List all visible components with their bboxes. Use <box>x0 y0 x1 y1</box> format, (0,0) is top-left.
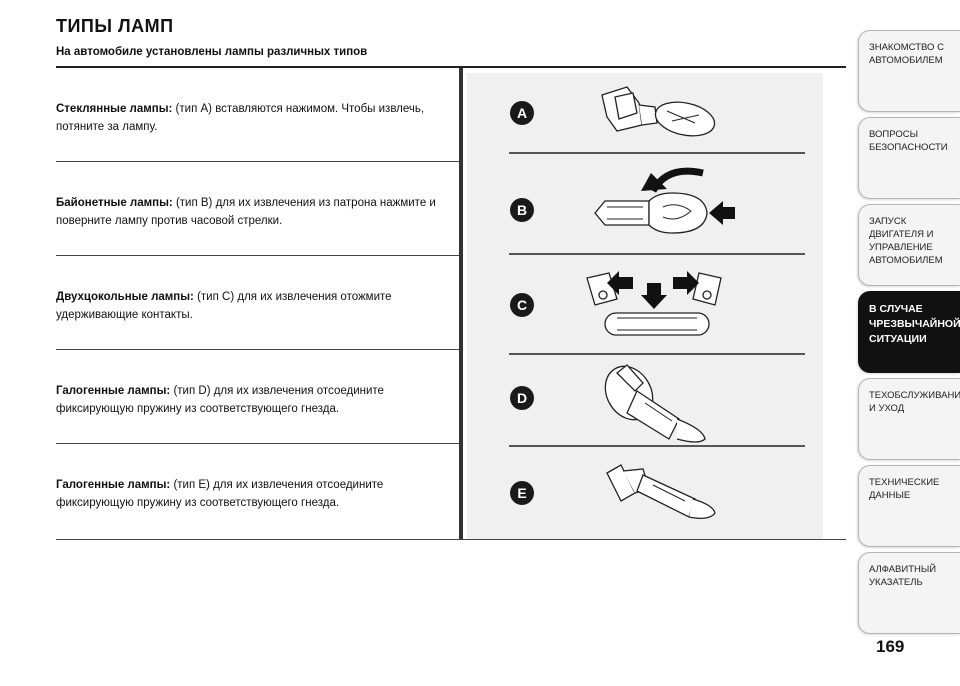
lamp-illustration: A B C D E <box>509 86 805 519</box>
push-arrow-icon <box>709 201 735 225</box>
row-description: (тип B) для их извлечения из патрона наж… <box>56 197 436 227</box>
sidebar-tab-driving[interactable]: ЗАПУСК ДВИГАТЕЛЯ И УПРАВЛЕНИЕ АВТОМОБИЛЕ… <box>858 204 960 286</box>
label-e-badge: E <box>510 481 534 505</box>
pull-arrow-down-icon <box>641 283 667 309</box>
row-label: Байонетные лампы: <box>56 197 173 209</box>
page-number: 169 <box>876 637 905 656</box>
sidebar-tab-maintenance[interactable]: ТЕХОБСЛУЖИВАНИЕ И УХОД <box>858 378 960 460</box>
glass-wedge-lamp-icon <box>601 86 716 137</box>
column-divider <box>459 68 463 540</box>
sidebar-tab-tech-data[interactable]: ТЕХНИЧЕСКИЕ ДАННЫЕ <box>858 465 960 547</box>
table-row: Двухцокольные лампы: (тип C) для их извл… <box>56 256 459 350</box>
row-text: Двухцокольные лампы: (тип C) для их извл… <box>56 288 452 324</box>
row-label: Галогенные лампы: <box>56 479 171 491</box>
header-rule <box>56 66 846 68</box>
page-title: ТИПЫ ЛАМП <box>56 16 174 36</box>
label-d: D <box>517 390 527 406</box>
sidebar-tab-index[interactable]: АЛФАВИТНЫЙ УКАЗАТЕЛЬ <box>858 552 960 634</box>
halogen-h7-lamp-icon <box>604 364 706 443</box>
row-description: (тип D) для их извлечения отсоедините фи… <box>56 385 384 415</box>
sidebar-tab-intro[interactable]: ЗНАКОМСТВО С АВТОМОБИЛЕМ <box>858 30 960 112</box>
label-c: C <box>517 297 527 313</box>
row-text: Стеклянные лампы: (тип A) вставляются на… <box>56 100 452 136</box>
row-text: Байонетные лампы: (тип B) для их извлече… <box>56 194 452 230</box>
sidebar-tab-safety[interactable]: ВОПРОСЫ БЕЗОПАСНОСТИ <box>858 117 960 199</box>
release-arrow-right-icon <box>673 271 699 295</box>
label-a: A <box>517 105 527 121</box>
bayonet-lamp-icon <box>594 192 708 234</box>
table-row: Галогенные лампы: (тип E) для их извлече… <box>56 444 459 538</box>
table-row: Байонетные лампы: (тип B) для их извлече… <box>56 162 459 256</box>
row-description: (тип A) вставляются нажимом. Чтобы извле… <box>56 103 425 133</box>
label-d-badge: D <box>510 386 534 410</box>
label-e: E <box>517 485 526 501</box>
rotate-arrow-head-icon <box>641 173 667 191</box>
row-label: Двухцокольные лампы: <box>56 291 194 303</box>
label-b: B <box>517 202 527 218</box>
label-b-badge: B <box>510 198 534 222</box>
table-row: Галогенные лампы: (тип D) для их извлече… <box>56 350 459 444</box>
release-arrow-left-icon <box>607 271 633 295</box>
row-text: Галогенные лампы: (тип D) для их извлече… <box>56 382 452 418</box>
bottom-rule <box>56 539 846 540</box>
label-c-badge: C <box>510 293 534 317</box>
table-row: Стеклянные лампы: (тип A) вставляются на… <box>56 68 459 162</box>
label-a-badge: A <box>510 101 534 125</box>
row-text: Галогенные лампы: (тип E) для их извлече… <box>56 476 452 512</box>
sidebar-tab-emergency[interactable]: В СЛУЧАЕ ЧРЕЗВЫЧАЙНОЙ СИТУАЦИИ <box>858 291 960 373</box>
row-description: (тип E) для их извлечения отсоедините фи… <box>56 479 384 509</box>
lamp-figure: A B C D E <box>467 73 823 539</box>
page-subtitle: На автомобиле установлены лампы различны… <box>56 46 368 58</box>
row-label: Стеклянные лампы: <box>56 103 173 115</box>
row-label: Галогенные лампы: <box>56 385 171 397</box>
halogen-h1-lamp-icon <box>606 464 716 519</box>
row-description: (тип C) для их извлечения отожмите удерж… <box>56 291 392 321</box>
